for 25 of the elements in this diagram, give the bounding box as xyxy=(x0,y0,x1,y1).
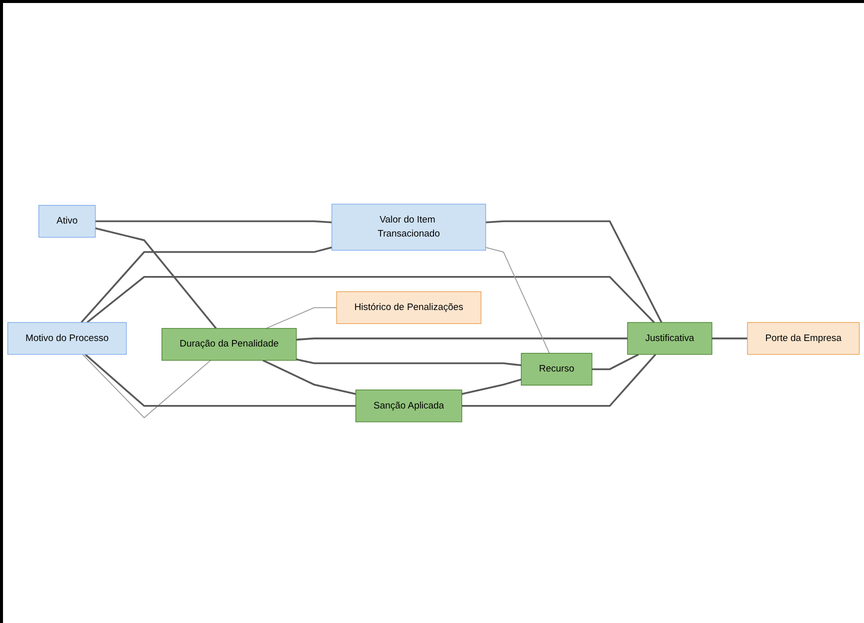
connector xyxy=(95,227,217,329)
connector xyxy=(82,354,212,418)
node-box: Motivo do Processo xyxy=(7,322,127,355)
connector xyxy=(86,276,655,324)
connector xyxy=(296,338,628,341)
node-box: Sanção Aplicada xyxy=(355,390,462,422)
connector xyxy=(84,354,356,407)
node-box: Valor do Item Transacionado xyxy=(332,204,486,251)
connector xyxy=(266,307,338,329)
node-box: Recurso xyxy=(520,352,592,386)
connector xyxy=(95,220,332,224)
node-box: Ativo xyxy=(38,205,96,238)
connector xyxy=(262,360,356,395)
node-box: Justificativa xyxy=(627,322,712,355)
connector xyxy=(296,358,522,366)
connector xyxy=(462,378,522,395)
node-box: Histórico de Penalizações xyxy=(336,291,482,324)
node-box: Duração da Penalidade xyxy=(162,328,297,361)
connector xyxy=(486,220,662,323)
connector xyxy=(80,246,332,324)
connector xyxy=(592,354,639,370)
connector xyxy=(462,354,656,407)
connector xyxy=(712,338,748,340)
node-box: Porte da Empresa xyxy=(747,322,860,355)
connector xyxy=(485,246,550,354)
